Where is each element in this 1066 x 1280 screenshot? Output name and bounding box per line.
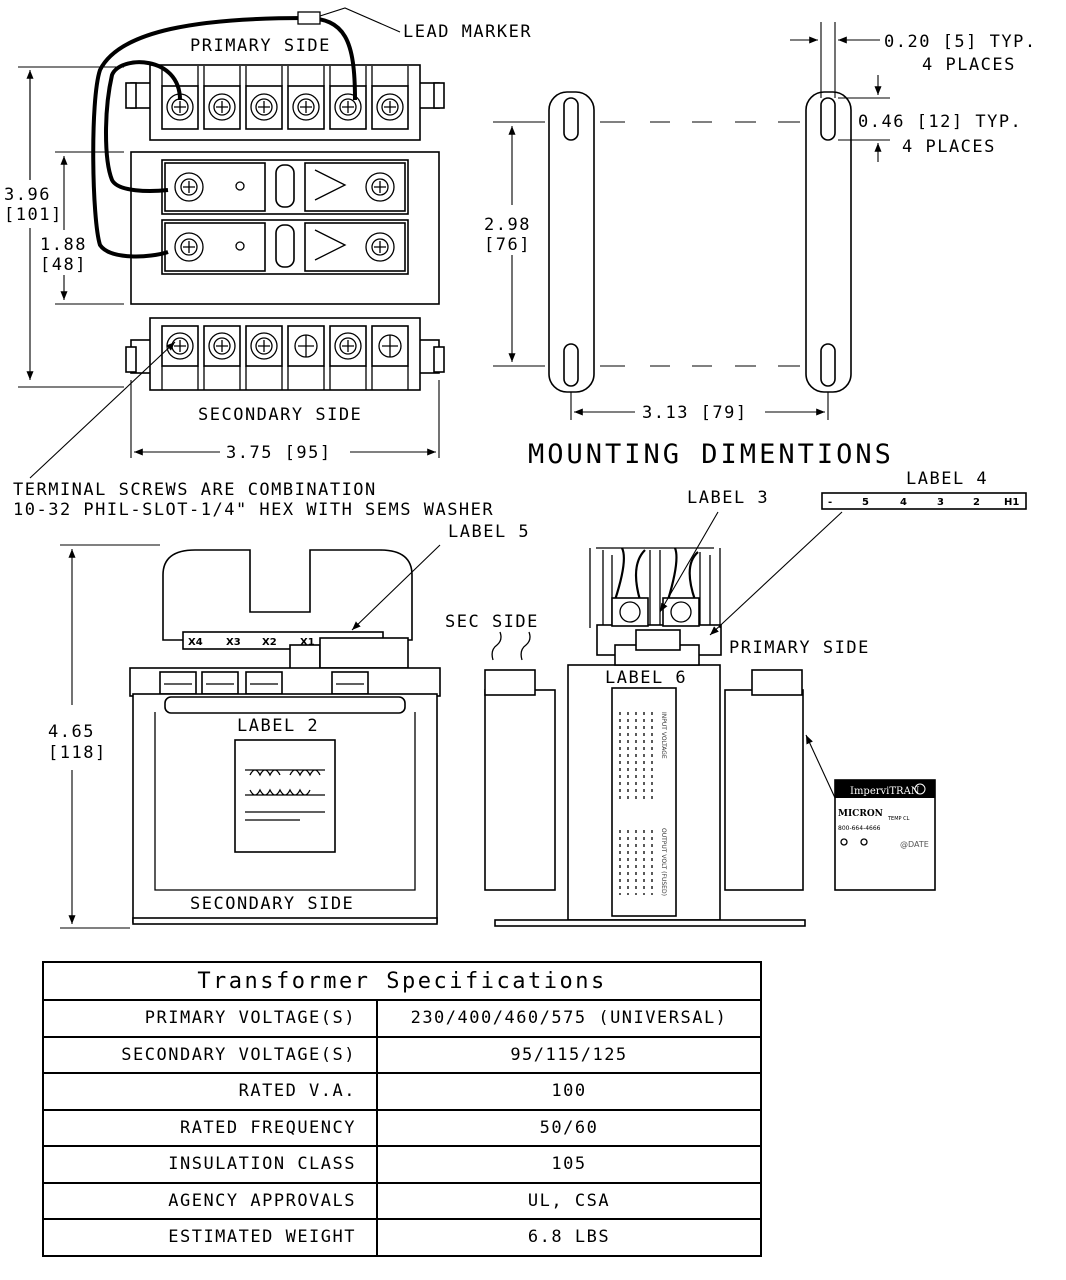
front-bracket-top xyxy=(162,549,413,641)
mount-height-in: 2.98 xyxy=(484,215,531,235)
terminal-note-line2: 10-32 PHIL-SLOT-1/4" HEX WITH SEMS WASHE… xyxy=(13,500,494,520)
spec-value: UL, CSA xyxy=(376,1181,762,1220)
nameplate-phone: 800-664-4666 xyxy=(838,825,881,832)
table-row: RATED V.A. 100 xyxy=(42,1072,762,1111)
mid-dim-mm: [48] xyxy=(40,255,87,275)
table-row: SECONDARY VOLTAGE(S) 95/115/125 xyxy=(42,1035,762,1074)
fuse-holder-1 xyxy=(161,159,409,215)
nameplate-temp: TEMP CL xyxy=(887,816,910,822)
width-dim: 3.75 [95] xyxy=(226,443,332,463)
spec-value: 230/400/460/575 (UNIVERSAL) xyxy=(376,999,762,1038)
lead-marker-label: LEAD MARKER xyxy=(403,22,532,42)
nameplate-label xyxy=(834,779,936,891)
table-row: AGENCY APPROVALS UL, CSA xyxy=(42,1181,762,1220)
lead-marker-sleeve xyxy=(297,11,321,25)
table-row: ESTIMATED WEIGHT 6.8 LBS xyxy=(42,1218,762,1257)
nameplate-brand: ImperviTRAN xyxy=(850,786,920,797)
label-3-title: LABEL 3 xyxy=(687,488,769,508)
svg-text:-: - xyxy=(828,497,832,508)
slot-length-dim: 0.46 [12] TYP. xyxy=(858,112,1022,132)
primary-terminals xyxy=(161,66,409,130)
svg-text:X1: X1 xyxy=(300,637,315,648)
svg-text:2: 2 xyxy=(973,497,980,508)
spec-table: Transformer Specifications PRIMARY VOLTA… xyxy=(42,961,762,1257)
spec-key: SECONDARY VOLTAGE(S) xyxy=(42,1035,378,1074)
svg-text:OUTPUT VOLT (FUSED): OUTPUT VOLT (FUSED) xyxy=(660,828,667,896)
side-coil-left xyxy=(484,689,556,891)
spec-value: 100 xyxy=(376,1072,762,1111)
front-height-mm: [118] xyxy=(48,743,107,763)
spec-table-header: Transformer Specifications xyxy=(42,961,762,1001)
label-6-title: LABEL 6 xyxy=(605,668,687,688)
slot-width-dim: 0.20 [5] TYP. xyxy=(884,32,1037,52)
front-view: X4 X3 X2 X1 XF LABEL 2 SECONDARY SIDE LA… xyxy=(48,522,530,929)
spec-key: RATED V.A. xyxy=(42,1072,378,1111)
spec-value: 95/115/125 xyxy=(376,1035,762,1074)
lead-marker-leader xyxy=(319,7,401,33)
side-view: INPUT VOLTAGE OUTPUT VOLT (FUSED) SEC SI… xyxy=(445,469,1027,927)
label-4-marks: - 5 4 3 2 H1 xyxy=(828,497,1019,508)
secondary-side-label: SECONDARY SIDE xyxy=(198,405,362,425)
sec-side-label: SEC SIDE xyxy=(445,612,539,632)
svg-text:X4: X4 xyxy=(188,637,203,648)
terminal-note-line1: TERMINAL SCREWS ARE COMBINATION xyxy=(13,480,377,500)
label-2-plate xyxy=(234,739,336,853)
mid-dim-in: 1.88 xyxy=(40,235,87,255)
nameplate-date: @DATE xyxy=(900,840,929,849)
height-dim-in: 3.96 xyxy=(4,185,51,205)
spec-key: ESTIMATED WEIGHT xyxy=(42,1218,378,1257)
spec-value: 6.8 LBS xyxy=(376,1218,762,1257)
mounting-view: 0.20 [5] TYP. 4 PLACES 0.46 [12] TYP. 4 … xyxy=(484,22,1037,470)
fuse-holder-2 xyxy=(161,219,409,275)
nameplate-maker: MICRON xyxy=(838,809,883,819)
spec-key: PRIMARY VOLTAGE(S) xyxy=(42,999,378,1038)
lead-wire-1 xyxy=(104,60,182,193)
side-primary-side-label: PRIMARY SIDE xyxy=(729,638,870,658)
mount-width-dim: 3.13 [79] xyxy=(642,403,748,423)
spec-key: RATED FREQUENCY xyxy=(42,1108,378,1147)
table-row: PRIMARY VOLTAGE(S) 230/400/460/575 (UNIV… xyxy=(42,999,762,1038)
label-2-title: LABEL 2 xyxy=(237,716,319,736)
svg-text:4: 4 xyxy=(900,497,907,508)
terminal-screw-leader xyxy=(29,341,176,479)
front-secondary-side-label: SECONDARY SIDE xyxy=(190,894,354,914)
spec-key: INSULATION CLASS xyxy=(42,1145,378,1184)
svg-text:H1: H1 xyxy=(1004,497,1019,508)
spec-table-title: Transformer Specifications xyxy=(42,961,762,1001)
side-coil-right xyxy=(724,689,804,891)
lead-wire-2 xyxy=(91,15,357,259)
primary-side-label: PRIMARY SIDE xyxy=(190,36,331,56)
spec-key: AGENCY APPROVALS xyxy=(42,1181,378,1220)
mount-height-mm: [76] xyxy=(484,235,531,255)
slot-width-places: 4 PLACES xyxy=(922,55,1016,75)
table-row: INSULATION CLASS 105 xyxy=(42,1145,762,1184)
table-row: RATED FREQUENCY 50/60 xyxy=(42,1108,762,1147)
label-4-title: LABEL 4 xyxy=(906,469,988,489)
label-5-title: LABEL 5 xyxy=(448,522,530,542)
mounting-title: MOUNTING DIMENTIONS xyxy=(528,439,894,470)
spec-value: 105 xyxy=(376,1145,762,1184)
top-view: PRIMARY SIDE LEAD MARKER SECONDARY SIDE … xyxy=(4,7,532,520)
svg-text:X3: X3 xyxy=(226,637,241,648)
front-height-in: 4.65 xyxy=(48,722,95,742)
svg-text:INPUT VOLTAGE: INPUT VOLTAGE xyxy=(660,712,667,759)
svg-text:X2: X2 xyxy=(262,637,277,648)
svg-text:3: 3 xyxy=(937,497,944,508)
secondary-terminals xyxy=(161,325,409,390)
svg-text:5: 5 xyxy=(862,497,869,508)
spec-value: 50/60 xyxy=(376,1108,762,1147)
slot-length-places: 4 PLACES xyxy=(902,137,996,157)
height-dim-mm: [101] xyxy=(4,205,63,225)
label-4-strip xyxy=(821,492,1027,510)
